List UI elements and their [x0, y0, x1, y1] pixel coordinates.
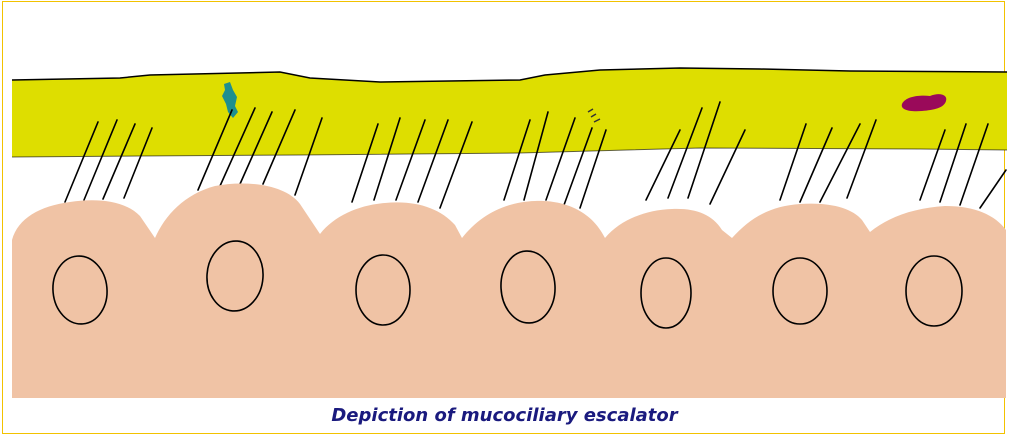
epithelial-cells — [12, 183, 1006, 398]
mucus-layer — [12, 68, 1007, 157]
figure-caption: Depiction of mucociliary escalator — [0, 405, 1009, 426]
